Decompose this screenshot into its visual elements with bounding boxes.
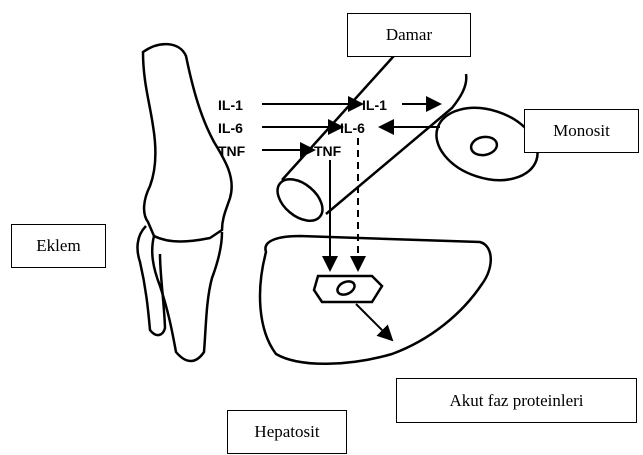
joint-cytokine-tnf: TNF <box>218 143 246 159</box>
fibula <box>138 226 165 335</box>
arrow-hepatocyte-output <box>356 304 392 340</box>
joint-cytokine-il6: IL-6 <box>218 120 243 136</box>
label-joint: Eklem <box>11 224 106 268</box>
label-vessel: Damar <box>347 13 471 57</box>
hepatocyte-nucleus <box>335 279 356 297</box>
vessel-cytokine-tnf: TNF <box>314 143 342 159</box>
joint-cytokine-labels: IL-1 IL-6 TNF <box>218 97 246 159</box>
hepatocyte-cell <box>314 276 382 302</box>
monocyte-nucleus <box>470 135 499 157</box>
vessel-opening <box>270 171 330 229</box>
liver-outline <box>260 236 491 364</box>
vessel-cytokine-il6: IL-6 <box>340 120 365 136</box>
joint-cytokine-il1: IL-1 <box>218 97 243 113</box>
liver-drawing <box>260 236 491 364</box>
vessel-cytokine-il1: IL-1 <box>362 97 387 113</box>
label-monocyte: Monosit <box>524 109 639 153</box>
label-hepatocyte: Hepatosit <box>227 410 347 454</box>
knee-joint-drawing <box>138 44 232 361</box>
label-acute-phase: Akut faz proteinleri <box>396 378 637 423</box>
